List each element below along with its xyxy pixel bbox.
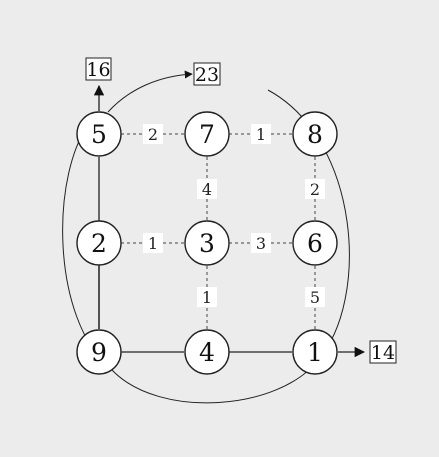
node-3: 3 [184, 220, 230, 266]
svg-text:2: 2 [310, 180, 320, 199]
weight-7-3: 4 [197, 179, 217, 199]
svg-text:1: 1 [148, 234, 158, 253]
svg-text:9: 9 [91, 338, 107, 367]
weight-2-3: 1 [143, 233, 163, 253]
node-6: 6 [292, 220, 338, 266]
svg-text:7: 7 [199, 120, 215, 149]
svg-text:1: 1 [202, 288, 212, 307]
svg-text:1: 1 [256, 125, 266, 144]
weight-6-1: 5 [305, 287, 325, 307]
output-box-23: 23 [193, 62, 221, 86]
node-4: 4 [184, 329, 230, 375]
svg-text:1: 1 [307, 338, 323, 367]
svg-text:16: 16 [86, 59, 110, 81]
svg-text:8: 8 [307, 120, 323, 149]
weight-3-6: 3 [251, 233, 271, 253]
svg-text:6: 6 [307, 229, 323, 258]
node-7: 7 [184, 111, 230, 157]
weight-7-8: 1 [251, 124, 271, 144]
output-box-16: 16 [85, 57, 112, 81]
svg-text:4: 4 [199, 338, 215, 367]
weight-3-4: 1 [197, 287, 217, 307]
weight-5-7: 2 [143, 124, 163, 144]
svg-text:2: 2 [91, 229, 107, 258]
node-9: 9 [76, 329, 122, 375]
node-2: 2 [76, 220, 122, 266]
svg-text:5: 5 [91, 120, 107, 149]
svg-text:3: 3 [256, 234, 266, 253]
svg-text:2: 2 [148, 125, 158, 144]
svg-text:5: 5 [310, 288, 320, 307]
top-arc-arrow [107, 70, 193, 113]
weight-8-6: 2 [305, 179, 325, 199]
node-1: 1 [292, 329, 338, 375]
svg-text:3: 3 [199, 229, 215, 258]
node-5: 5 [76, 111, 122, 157]
output-box-14: 14 [369, 340, 397, 364]
svg-text:4: 4 [202, 180, 212, 199]
node-8: 8 [292, 111, 338, 157]
svg-text:23: 23 [195, 64, 219, 86]
svg-text:14: 14 [371, 342, 395, 364]
